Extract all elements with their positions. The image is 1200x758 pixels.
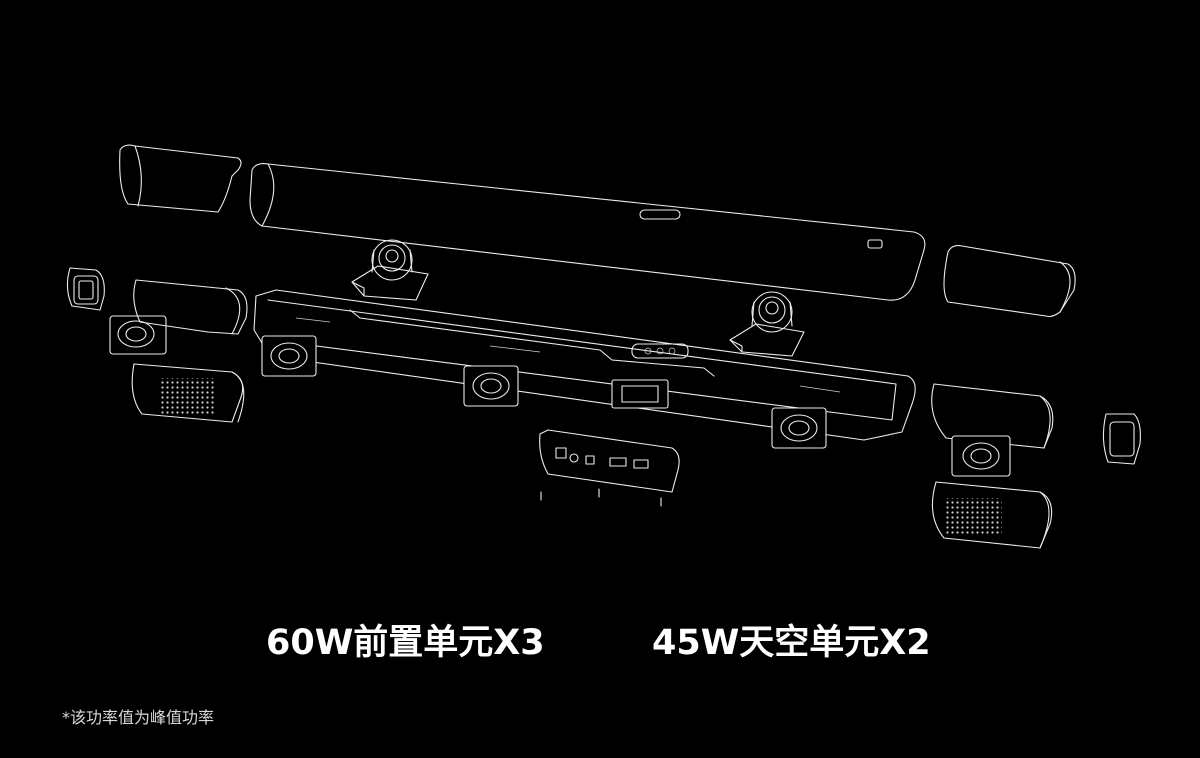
front-driver-3	[771, 407, 827, 449]
center-display-module	[611, 379, 669, 409]
upfiring-driver-left	[351, 239, 429, 301]
left-grille-cover	[131, 363, 245, 423]
right-speaker-chamber	[931, 383, 1054, 477]
right-side-tweeter	[1102, 413, 1141, 465]
front-units-spec: 60W前置单元X3	[266, 623, 545, 663]
upfiring-driver-right	[729, 291, 805, 357]
right-grille-cover	[931, 481, 1053, 549]
front-driver-2	[463, 365, 519, 407]
footnote: *该功率值为峰值功率	[62, 708, 215, 727]
main-chassis	[253, 289, 916, 441]
right-top-end-cap	[943, 245, 1076, 318]
left-speaker-chamber	[109, 279, 248, 355]
left-side-tweeter	[66, 267, 105, 311]
front-driver-1	[261, 335, 317, 377]
rear-io-panel	[539, 429, 680, 507]
main-top-cover	[249, 163, 926, 301]
left-top-end-cap	[119, 144, 242, 213]
upfiring-units-spec: 45W天空单元X2	[652, 623, 931, 663]
